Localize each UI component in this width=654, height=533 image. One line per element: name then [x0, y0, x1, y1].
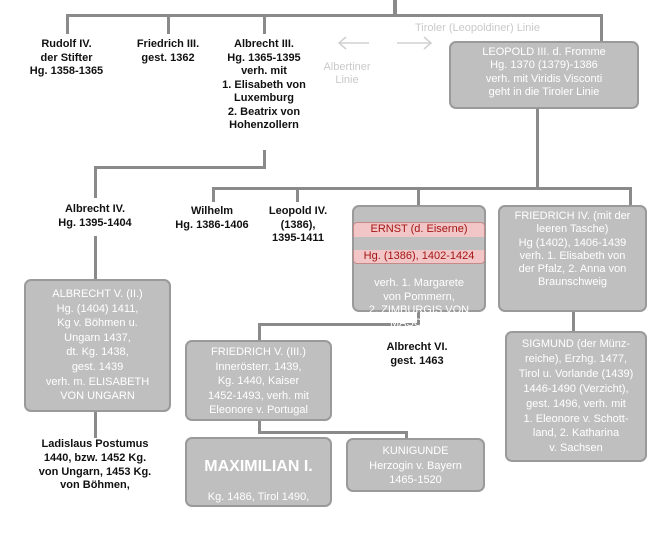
ernst-highlight-title: Hg. (1386), 1402-1424 [353, 249, 485, 265]
direction-arrows-icon [337, 36, 433, 50]
connector-line [629, 187, 632, 205]
connector-line [536, 109, 539, 189]
connector-line [258, 323, 420, 326]
maximilian-details: Kg. 1486, Tirol 1490, Kaiser 1508-1519, [207, 490, 310, 518]
node-albrecht-iii: Albrecht III. Hg. 1365-1395 verh. mit 1.… [222, 38, 306, 131]
node-rudolf-iv: Rudolf IV. der Stifter Hg. 1358-1365 [29, 38, 104, 77]
connector-line [212, 187, 215, 202]
node-albrecht-v: ALBRECHT V. (II.) Hg. (1404) 1411, Kg v.… [24, 279, 171, 412]
connector-line [258, 431, 408, 434]
node-friedrich-iii-top: Friedrich III. gest. 1362 [136, 38, 200, 64]
connector-line [572, 312, 575, 332]
node-albrecht-iv: Albrecht IV. Hg. 1395-1404 [58, 203, 132, 229]
node-kunigunde: KUNIGUNDE Herzogin v. Bayern 1465-1520 [346, 438, 485, 492]
connector-line [94, 166, 97, 198]
connector-line [263, 150, 266, 168]
node-sigmund: SIGMUND (der Münz- reiche), Erzhg. 1477,… [505, 331, 647, 462]
node-friedrich-v: FRIEDRICH V. (III.) Innerösterr. 1439, K… [185, 340, 332, 421]
connector-line [417, 187, 420, 205]
connector-line [94, 166, 266, 169]
connector-line [94, 412, 97, 438]
node-ernst-der-eiserne: ERNST (d. Eiserne) Hg. (1386), 1402-1424… [352, 205, 486, 329]
node-wilhelm: Wilhelm Hg. 1386-1406 [175, 205, 249, 231]
connector-line [405, 431, 408, 439]
node-ladislaus-postumus: Ladislaus Postumus 1440, bzw. 1452 Kg. v… [38, 438, 152, 492]
node-leopold-iii: LEOPOLD III. d. Fromme Hg. 1370 (1379)-1… [449, 41, 639, 109]
connector-line [66, 14, 603, 17]
albertiner-linie-label: Albertiner Linie [323, 61, 371, 86]
connector-line [212, 187, 632, 190]
connector-line [263, 14, 266, 34]
connector-line [600, 14, 603, 41]
connector-line [66, 14, 69, 34]
ernst-highlight-name: ERNST (d. Eiserne) [353, 222, 485, 237]
connector-line [393, 0, 397, 16]
ernst-details: verh. 1. Margarete von Pommern, 2. ZIMBU… [368, 277, 470, 330]
node-albrecht-vi: Albrecht VI. gest. 1463 [386, 341, 448, 367]
maximilian-name: MAXIMILIAN I. [204, 458, 313, 476]
connector-line [258, 421, 261, 434]
connector-line [167, 14, 170, 34]
connector-line [296, 187, 299, 202]
tiroler-linie-label: Tiroler (Leopoldiner) Linie [415, 22, 540, 34]
connector-line [94, 236, 97, 280]
connector-line [417, 312, 420, 326]
node-friedrich-iv: FRIEDRICH IV. (mit der leeren Tasche) Hg… [498, 205, 647, 312]
connector-line [258, 323, 261, 342]
node-leopold-iv: Leopold IV. (1386), 1395-1411 [268, 205, 328, 244]
